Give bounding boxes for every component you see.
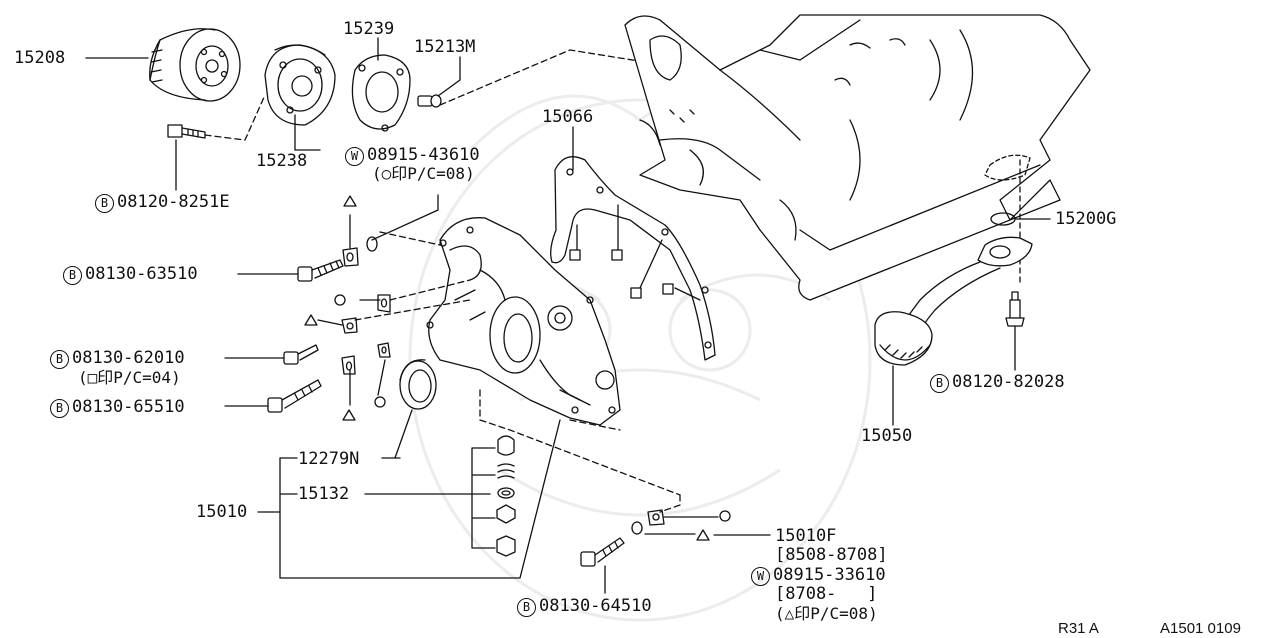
plug-15213M	[418, 95, 441, 107]
dashed-pump	[355, 232, 680, 495]
oil-filter-15208	[150, 29, 240, 101]
note-08130-62010: (□印P/C=04)	[78, 368, 181, 387]
dashed-plug-to-block	[440, 50, 645, 105]
footer-code: A1501 0109	[1160, 620, 1241, 637]
part-number: 08915-33610	[773, 565, 886, 585]
bolt-marker-icon: B	[930, 374, 949, 393]
dashed-filter	[205, 95, 265, 140]
gasket-15239	[352, 55, 410, 131]
bracket-15010-inner	[280, 458, 297, 494]
square-markers	[570, 205, 700, 300]
label-15200G[interactable]: 15200G	[1055, 209, 1117, 229]
part-number: 08120-8251E	[117, 192, 230, 212]
leader-15010F	[645, 517, 770, 535]
bolt-08120-82028	[1006, 292, 1024, 326]
footer-model: R31 A	[1058, 620, 1099, 637]
dashed-bottom	[660, 495, 680, 512]
note-08915-43610: (○印P/C=08)	[372, 164, 475, 183]
bottom-washers	[632, 510, 730, 534]
engine-block	[625, 15, 1090, 300]
filter-bracket-15238	[265, 45, 335, 125]
part-number: 08130-64510	[539, 596, 652, 616]
label-15132[interactable]: 15132	[298, 484, 350, 504]
washer-marker-icon: W	[751, 567, 770, 586]
triangle-markers	[305, 196, 709, 540]
date-15010F: [8508-8708]	[775, 545, 888, 565]
label-15010[interactable]: 15010	[196, 502, 248, 522]
label-15213M[interactable]: 15213M	[414, 37, 476, 57]
bracket-15010	[280, 420, 560, 578]
washer-marker-icon: W	[345, 147, 364, 166]
label-15010F[interactable]: 15010F	[775, 526, 837, 546]
bracket-15132	[472, 448, 495, 548]
oil-seal-12279N	[400, 360, 436, 409]
bolt-marker-icon: B	[95, 194, 114, 213]
bolt-marker-icon: B	[50, 399, 69, 418]
part-number: 08130-63510	[85, 264, 198, 284]
part-number: 08130-62010	[72, 348, 185, 368]
note-08915-33610: (△印P/C=08)	[775, 604, 878, 623]
bolt-08130-63510	[298, 260, 343, 281]
relief-valve-parts-15132	[497, 436, 515, 556]
bolt-08130-64510	[581, 538, 624, 566]
label-12279N[interactable]: 12279N	[298, 449, 360, 469]
part-number: 08130-65510	[72, 397, 185, 417]
bolt-marker-icon: B	[517, 598, 536, 617]
gasket-15066	[551, 157, 715, 360]
label-15238[interactable]: 15238	[256, 151, 308, 171]
leader-12279N	[395, 410, 412, 458]
date-08915-33610: [8708- ]	[775, 584, 878, 604]
bolt-08130-65510	[268, 380, 321, 412]
oil-strainer-15050	[875, 237, 1032, 365]
washers	[335, 237, 390, 407]
label-15066[interactable]: 15066	[542, 107, 594, 127]
label-15208[interactable]: 15208	[14, 48, 66, 68]
part-number: 08120-82028	[952, 372, 1065, 392]
label-15239[interactable]: 15239	[343, 19, 395, 39]
bolt-08120-8251E	[168, 125, 205, 138]
bolt-marker-icon: B	[50, 350, 69, 369]
leader-08915-43610	[372, 195, 438, 240]
oil-pump-front-cover	[427, 218, 620, 425]
bolt-08130-62010	[284, 345, 318, 364]
leader-15213M-b	[438, 80, 460, 96]
part-number: 08915-43610	[367, 145, 480, 165]
gasket-15200G	[991, 213, 1015, 225]
leader-washers	[318, 215, 385, 405]
label-15050[interactable]: 15050	[861, 426, 913, 446]
bolt-marker-icon: B	[63, 266, 82, 285]
